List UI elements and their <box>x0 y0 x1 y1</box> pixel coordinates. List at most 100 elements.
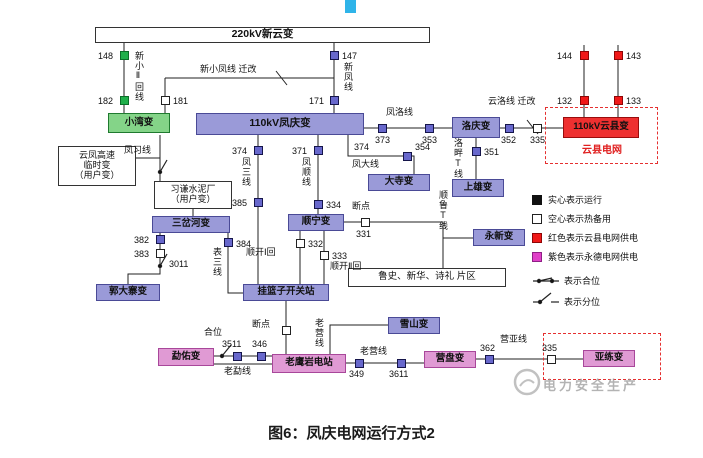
breaker-385 <box>254 198 263 207</box>
breaker-334-label: 334 <box>326 200 342 210</box>
breaker-351-label: 351 <box>484 147 500 157</box>
breaker-171 <box>330 96 339 105</box>
line-shunkai2-label: 顺开Ⅱ回 <box>330 261 362 271</box>
station-yongxin: 永新变 <box>473 229 525 246</box>
switch-3011-icon <box>157 253 168 269</box>
breaker-374-fengsan-label: 374 <box>232 146 248 156</box>
line-laomeng-label: 老勐线 <box>224 366 252 376</box>
breaker-3611-label: 3611 <box>389 369 409 379</box>
breaker-351 <box>472 147 481 156</box>
breaker-181 <box>161 96 170 105</box>
breaker-354-label: 354 <box>415 142 431 152</box>
breaker-143-label: 143 <box>626 51 642 61</box>
breaker-331-label: 331 <box>356 229 372 239</box>
breaker-331 <box>361 218 370 227</box>
breaker-384 <box>224 238 233 247</box>
breaker-335-bottom-label: 335 <box>542 343 558 353</box>
line-shunkai1-label: 顺开Ⅰ回 <box>246 247 276 257</box>
legend-hollow-swatch-icon <box>532 214 542 224</box>
yalian-dashed-area <box>543 333 661 380</box>
breaker-182-label: 182 <box>98 96 114 106</box>
line-fengluo-label: 凤洛线 <box>386 107 414 117</box>
marker-duandian-331: 断点 <box>352 201 371 211</box>
line-luopan-t-label: 洛畔T线 <box>453 138 463 179</box>
yunxian-grid-dashed-area <box>545 107 658 164</box>
line-xinxiaofeng-label: 新小凤线 迁改 <box>200 64 257 74</box>
line-yingya-label: 营亚线 <box>500 334 528 344</box>
line-fengshun-label: 凤顺线 <box>301 157 311 187</box>
breaker-362-label: 362 <box>480 343 496 353</box>
breaker-349 <box>355 359 364 368</box>
breaker-374-fengsan <box>254 146 263 155</box>
bus-220kv-xinyun: 220kV新云变 <box>95 27 430 43</box>
legend-solid-swatch-icon <box>532 195 542 205</box>
blue-cursor-marker <box>345 0 356 13</box>
line-fengxi-label: 凤习线 <box>124 145 152 155</box>
station-fengqing-110kv: 110kV凤庆变 <box>196 113 364 135</box>
legend-item-running: 实心表示运行 <box>548 195 603 205</box>
breaker-147-label: 147 <box>342 51 358 61</box>
breaker-352-label: 352 <box>501 135 517 145</box>
line-fengsan-label: 凤三线 <box>241 157 251 187</box>
watermark-logo-icon <box>513 368 541 396</box>
breaker-373 <box>378 124 387 133</box>
breaker-3611 <box>397 359 406 368</box>
breaker-333-label: 333 <box>332 251 348 261</box>
breaker-353-label: 353 <box>422 135 438 145</box>
station-yunxian-110kv: 110kV云县变 <box>563 117 639 138</box>
breaker-354 <box>403 152 412 161</box>
breaker-335-top-label: 335 <box>530 135 546 145</box>
station-xiqian-line1: 习谦水泥厂 <box>170 184 216 195</box>
legend-open-switch-icon <box>533 292 559 305</box>
breaker-148 <box>120 51 129 60</box>
breaker-147 <box>330 51 339 60</box>
breaker-133-label: 133 <box>626 96 642 106</box>
breaker-144-label: 144 <box>557 51 573 61</box>
breaker-371-label: 371 <box>292 146 308 156</box>
station-laoyingyan-plant: 老鹰岩电站 <box>272 354 346 373</box>
line-laoying-h-label: 老营线 <box>360 346 388 356</box>
legend-closed-switch-icon <box>533 277 559 284</box>
breaker-383-label: 383 <box>134 249 150 259</box>
breaker-3511 <box>233 352 242 361</box>
station-sanchahe: 三岔河变 <box>152 216 230 233</box>
breaker-352 <box>505 124 514 133</box>
breaker-384-label: 384 <box>236 239 252 249</box>
breaker-132-label: 132 <box>557 96 573 106</box>
yunxian-grid-label: 云县电网 <box>582 145 622 156</box>
breaker-346 <box>257 352 266 361</box>
station-yunfeng-user-line2: 临时变 <box>83 160 111 171</box>
marker-hewei: 合位 <box>204 327 223 337</box>
line-yunluo-label: 云洛线 迁改 <box>488 96 536 106</box>
legend-magenta-swatch-icon <box>532 252 542 262</box>
breaker-3511-label: 3511 <box>222 339 242 349</box>
breaker-333 <box>320 251 329 260</box>
legend-item-closed: 表示合位 <box>564 276 601 286</box>
line-biaosan-label: 表三线 <box>212 247 222 277</box>
switch-fengxi-icon <box>157 159 168 175</box>
line-fengda-label: 凤大线 <box>352 159 380 169</box>
station-dasi: 大寺变 <box>368 174 430 191</box>
line-shunlu-t-label: 顺鲁T线 <box>438 190 448 231</box>
line-laoying-v-label: 老营线 <box>314 318 324 348</box>
breaker-133 <box>614 96 623 105</box>
station-shunning: 顺宁变 <box>288 214 344 231</box>
station-xueshan: 雪山变 <box>388 317 440 334</box>
switch-3011-label: 3011 <box>169 259 189 269</box>
breaker-335-bottom <box>547 355 556 364</box>
legend-item-yunxian-supply: 红色表示云县电网供电 <box>548 233 639 243</box>
station-luoqing: 洛庆变 <box>452 117 500 138</box>
figure-caption: 图6：凤庆电网运行方式2 <box>268 425 435 442</box>
breaker-335-top <box>533 124 542 133</box>
legend-item-yongde-supply: 紫色表示永德电网供电 <box>548 252 639 262</box>
breaker-371 <box>314 146 323 155</box>
station-yunfeng-user-line1: 云凤高速 <box>78 150 115 161</box>
breaker-349-label: 349 <box>349 369 365 379</box>
legend-item-open: 表示分位 <box>564 297 601 307</box>
station-yunfeng-user-line3: （用户变） <box>74 169 120 180</box>
breaker-362 <box>485 355 494 364</box>
area-lushi-xinhua-shili: 鲁史、新华、诗礼 片区 <box>348 268 506 287</box>
station-xiaowan: 小湾变 <box>108 113 170 133</box>
breaker-382-label: 382 <box>134 235 150 245</box>
breaker-332-label: 332 <box>308 239 324 249</box>
